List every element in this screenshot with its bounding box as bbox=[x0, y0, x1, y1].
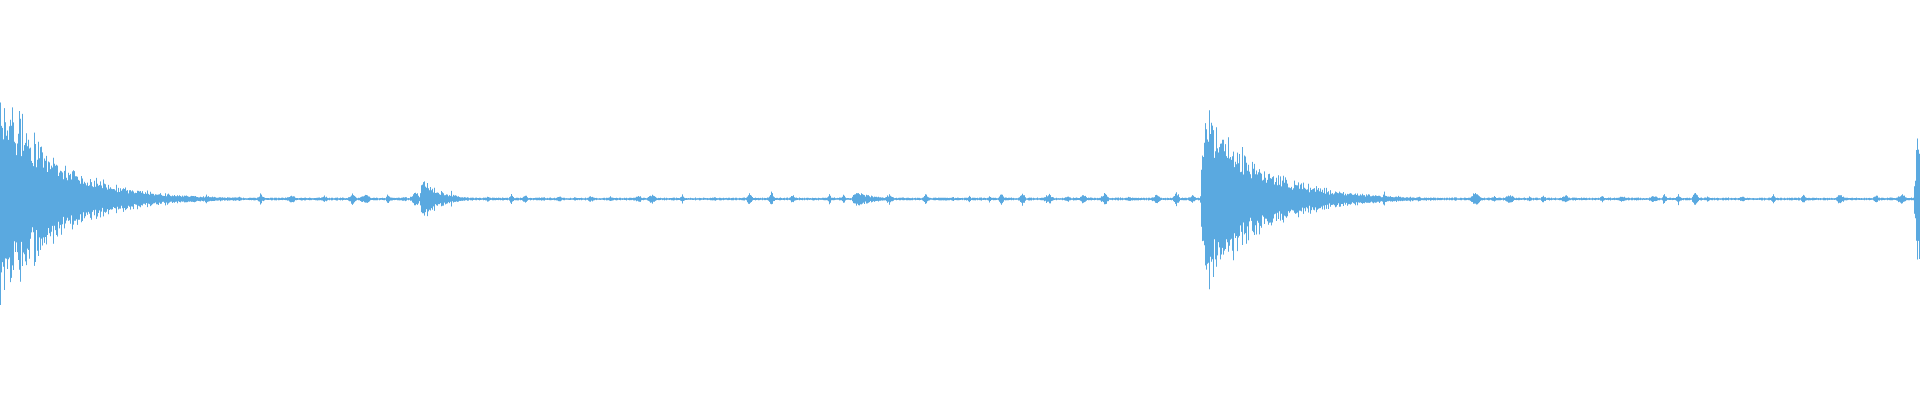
waveform-path bbox=[0, 102, 1920, 305]
waveform-path-group bbox=[0, 102, 1920, 305]
